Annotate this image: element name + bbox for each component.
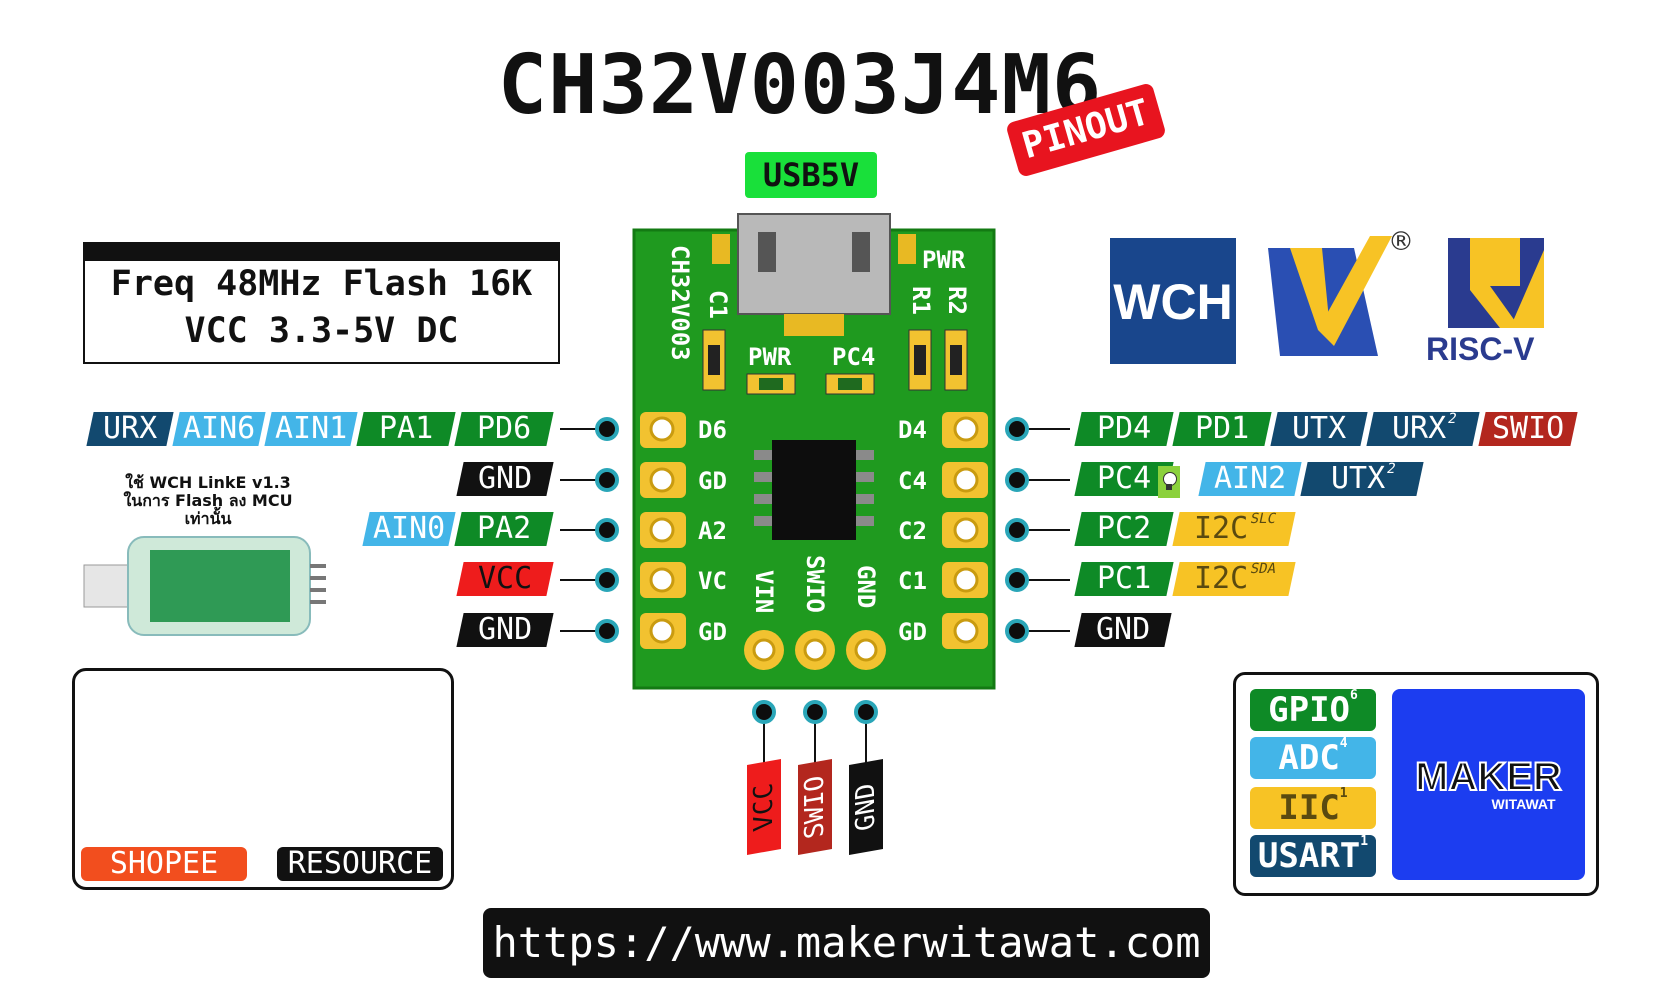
silk-r2: R2 — [943, 286, 971, 315]
right-row4-tag-i2c: I2CSDA — [1172, 561, 1296, 596]
mcu-chip — [772, 440, 856, 540]
spec-box: Freq 48MHz Flash 16K VCC 3.3-5V DC — [83, 242, 560, 364]
mounriver-logo — [1268, 236, 1392, 356]
bottom-label-vcc: VCC — [747, 759, 781, 855]
page-title: CH32V003J4M6 — [497, 38, 1103, 133]
qr-box: SHOPEE RESOURCE — [72, 668, 454, 890]
maker-logo-line-1: MAKER — [1414, 754, 1563, 800]
capacitor-c1-body — [708, 345, 720, 375]
usb-5v-label: USB5V — [745, 152, 877, 198]
usb-pad-left — [712, 234, 730, 264]
right-row1-tag-pd1: PD1 — [1172, 411, 1272, 446]
programmer-pcb — [150, 550, 290, 622]
maker-witawat-logo: MAKER WITAWAT — [1392, 689, 1585, 880]
usb-pad-right — [898, 234, 916, 264]
feature-box: GPIO6 ADC4 IIC1 USART1 MAKER WITAWAT — [1233, 672, 1599, 896]
silk-bottom-gnd: GND — [852, 565, 880, 608]
right-row3-tag-pc2: PC2 — [1074, 511, 1174, 546]
spec-line-freq: Freq 48MHz Flash 16K — [110, 264, 533, 304]
led-pc4-body — [838, 378, 862, 390]
left-row5-tag-gnd: GND — [456, 612, 554, 647]
right-row1-tag-urx: URX2 — [1366, 411, 1480, 446]
programmer-note-line-2: ในการ Flash ลง MCU — [123, 491, 293, 510]
website-url[interactable]: https://www.makerwitawat.com — [483, 908, 1210, 978]
silk-right-pin-4: C1 — [898, 567, 927, 595]
programmer-note-line-1: ใช้ WCH LinkE v1.3 — [125, 473, 291, 492]
spec-box-header-bar — [85, 244, 558, 261]
left-row1-tag-ain6: AIN6 — [172, 411, 266, 446]
silk-right-pin-1: D4 — [898, 416, 927, 444]
chip-leads — [754, 450, 874, 526]
programmer-note-line-3: เท่านั้น — [184, 509, 232, 528]
left-row1-tag-pa1: PA1 — [356, 411, 456, 446]
silk-left-pin-2: GD — [698, 467, 727, 495]
left-pads — [640, 412, 686, 649]
programmer-header-pins — [310, 564, 326, 604]
left-row1-tag-ain1: AIN1 — [264, 411, 358, 446]
bottom-label-gnd: GND — [849, 759, 883, 855]
right-row1-tag-pd4: PD4 — [1074, 411, 1174, 446]
left-row4-tag-vcc: VCC — [456, 561, 554, 596]
silk-c1: C1 — [704, 290, 732, 319]
feature-iic: IIC1 — [1250, 787, 1376, 829]
bottom-pads — [744, 630, 886, 670]
silk-led-pc4: PC4 — [832, 343, 875, 371]
right-row2-tag-ain2: AIN2 — [1198, 461, 1302, 496]
right-row1-tag-swio: SWIO — [1478, 411, 1578, 446]
silk-left-pin-4: VC — [698, 567, 727, 595]
maker-logo-line-2: WITAWAT — [1491, 796, 1556, 812]
led-icon — [1158, 466, 1180, 498]
left-row1-tag-urx: URX — [86, 411, 174, 446]
feature-usart: USART1 — [1250, 835, 1376, 877]
riscv-logo-text: RISC-V — [1426, 331, 1535, 367]
resistor-r2-body — [950, 345, 962, 375]
silk-right-pin-5: GD — [898, 618, 927, 646]
programmer-usb-plug — [83, 564, 133, 608]
silk-right-pin-2: C4 — [898, 467, 927, 495]
spec-line-vcc: VCC 3.3-5V DC — [184, 311, 459, 351]
left-row3-tag-pa2: PA2 — [454, 511, 554, 546]
silk-bottom-vin: VIN — [750, 570, 778, 613]
pin-dots — [595, 417, 1029, 724]
right-row1-tag-utx: UTX — [1270, 411, 1368, 446]
wch-logo-text: WCH — [1113, 274, 1232, 330]
resistor-r1-body — [914, 345, 926, 375]
bottom-label-swio: SWIO — [798, 759, 832, 855]
silk-left-pin-1: D6 — [698, 416, 727, 444]
right-row4-tag-pc1: PC1 — [1074, 561, 1174, 596]
left-row3-tag-ain0: AIN0 — [362, 511, 456, 546]
usb-pins — [784, 314, 844, 336]
riscv-logo — [1448, 238, 1544, 328]
silk-pwr: PWR — [922, 246, 966, 274]
silk-right-pin-3: C2 — [898, 517, 927, 545]
right-row3-tag-i2c: I2CSLC — [1172, 511, 1296, 546]
silk-r1: R1 — [907, 286, 935, 315]
led-pwr-body — [759, 378, 783, 390]
feature-adc: ADC4 — [1250, 737, 1376, 779]
resource-label[interactable]: RESOURCE — [277, 847, 443, 881]
usb-detail-right — [852, 232, 870, 272]
usb-detail-left — [758, 232, 776, 272]
silk-left-pin-3: A2 — [698, 517, 727, 545]
silk-left-pin-5: GD — [698, 618, 727, 646]
shopee-label[interactable]: SHOPEE — [81, 847, 247, 881]
silk-led-pwr: PWR — [748, 343, 792, 371]
silk-bottom-swio: SWIO — [801, 555, 829, 613]
left-row1-tag-pd6: PD6 — [454, 411, 554, 446]
silk-board-name: CH32V003 — [666, 245, 694, 361]
left-row2-tag-gnd: GND — [456, 461, 554, 496]
wch-logo — [1110, 238, 1236, 364]
right-pads — [942, 412, 988, 649]
feature-gpio: GPIO6 — [1250, 689, 1376, 731]
right-row5-tag-gnd: GND — [1074, 612, 1172, 647]
right-row2-tag-utx: UTX2 — [1300, 461, 1424, 496]
registered-mark: ® — [1388, 227, 1414, 257]
